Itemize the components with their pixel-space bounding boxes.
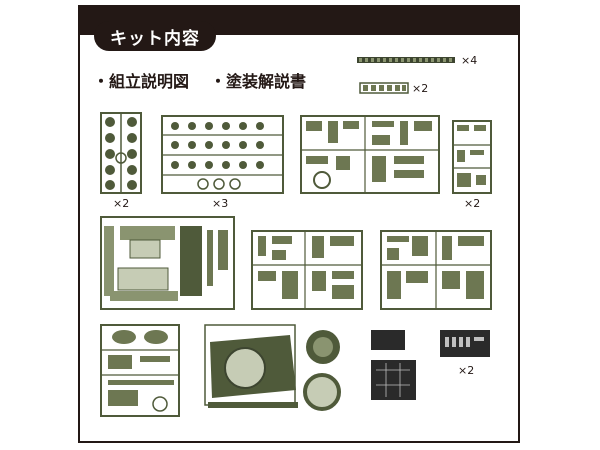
small-sprue-quantity: ×2 [412,82,429,95]
sprue-d [452,120,492,194]
track-part [357,57,455,63]
track-quantity: ×4 [461,54,478,67]
turret-sprue [204,324,341,411]
painting-guide-label: ・塗装解説書 [210,72,307,91]
sprue-b [161,115,284,194]
sprue-g [100,324,180,417]
small-sprue [359,82,409,94]
sprue-c [300,115,440,194]
sprue-e [251,230,363,310]
sprue-a [100,112,142,194]
photo-etch-sheet [440,330,490,357]
hull-sprue [100,216,235,310]
instruction-manual-label: ・組立説明図 [93,72,190,91]
sprue-d-quantity: ×2 [464,197,481,210]
sprue-b-quantity: ×3 [212,197,229,210]
kit-contents-frame: キット内容 [78,5,520,443]
page-title: キット内容 [94,21,216,51]
photo-etch-quantity: ×2 [458,364,475,377]
decal-sheet [371,330,416,400]
sprue-f [380,230,492,310]
sprue-a-quantity: ×2 [113,197,130,210]
